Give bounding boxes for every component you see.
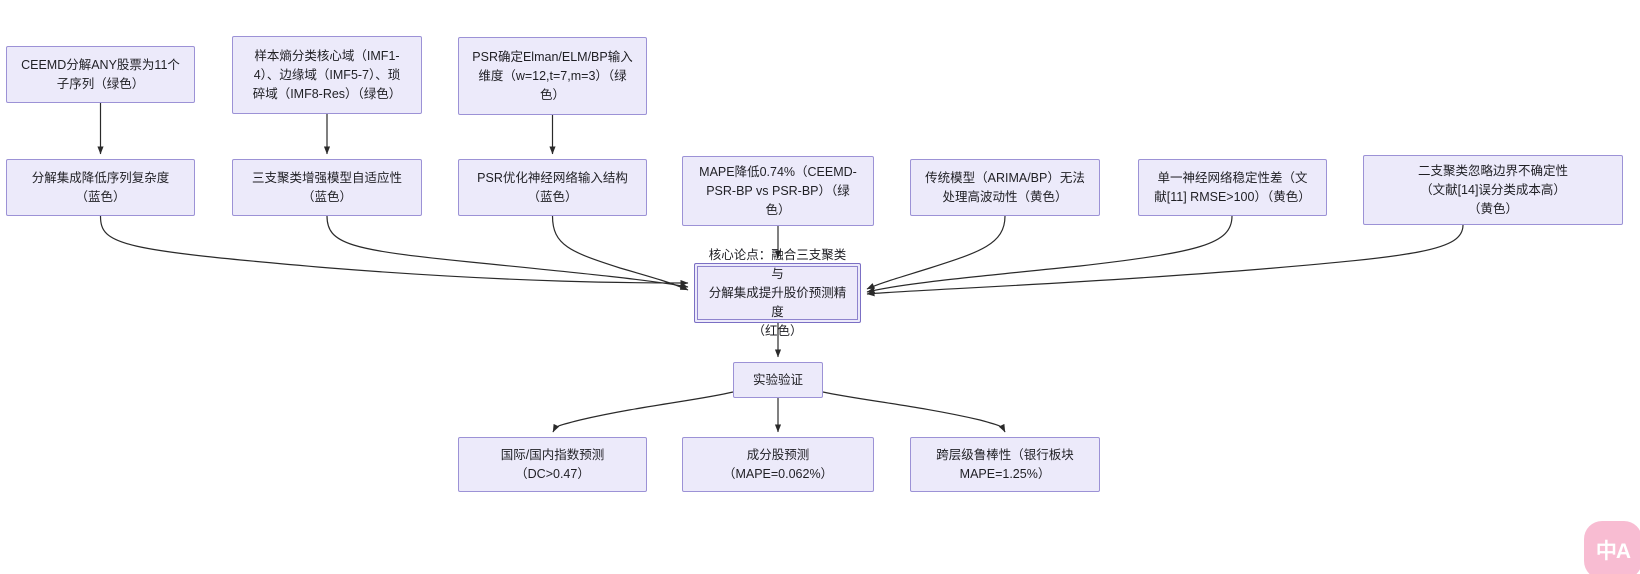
edge-n9-core (866, 215, 1233, 294)
node-label: PSR优化神经网络输入结构 （蓝色） (477, 170, 628, 204)
node-label: 成分股预测 （MAPE=0.062%） (722, 447, 834, 481)
node-label: 单一神经网络稳定性差（文 献[11] RMSE>100）（黄色） (1154, 170, 1311, 204)
edge-n10-core (866, 224, 1464, 297)
node-single-network-instability[interactable]: 单一神经网络稳定性差（文 献[11] RMSE>100）（黄色） (1138, 159, 1327, 216)
node-ceemd-decomposition[interactable]: CEEMD分解ANY股票为11个 子序列（绿色） (6, 46, 195, 103)
edge-n6-core (551, 215, 689, 291)
node-reduce-complexity[interactable]: 分解集成降低序列复杂度 （蓝色） (6, 159, 195, 216)
node-label: CEEMD分解ANY股票为11个 子序列（绿色） (21, 57, 180, 91)
node-psr-optimize-network[interactable]: PSR优化神经网络输入结构 （蓝色） (458, 159, 647, 216)
node-result-cross-level-robustness[interactable]: 跨层级鲁棒性（银行板块 MAPE=1.25%） (910, 437, 1100, 492)
node-sample-entropy-domains[interactable]: 样本熵分类核心域（IMF1- 4）、边缘域（IMF5-7）、琐 碎域（IMF8-… (232, 36, 422, 114)
node-mape-reduction[interactable]: MAPE降低0.74%（CEEMD- PSR-BP vs PSR-BP）（绿 色… (682, 156, 874, 226)
edge-n4-core (99, 215, 689, 287)
node-label: 分解集成降低序列复杂度 （蓝色） (31, 170, 170, 204)
edge-n5-core (326, 215, 689, 289)
edge-n8-core (866, 215, 1006, 290)
watermark-logo: 中A (1584, 521, 1640, 574)
node-label: PSR确定Elman/ELM/BP输入 维度（w=12,t=7,m=3）（绿 色… (472, 49, 633, 102)
node-label: MAPE降低0.74%（CEEMD- PSR-BP vs PSR-BP）（绿 色… (699, 164, 857, 217)
node-psr-input-dimension[interactable]: PSR确定Elman/ELM/BP输入 维度（w=12,t=7,m=3）（绿 色… (458, 37, 647, 115)
watermark-label: 中A (1595, 540, 1631, 563)
node-label: 跨层级鲁棒性（银行板块 MAPE=1.25%） (936, 447, 1074, 481)
node-result-constituent-stock[interactable]: 成分股预测 （MAPE=0.062%） (682, 437, 874, 492)
edge-n11-n12 (552, 391, 734, 433)
node-three-way-clustering-adaptive[interactable]: 三支聚类增强模型自适应性 （蓝色） (232, 159, 422, 216)
node-traditional-model-gap[interactable]: 传统模型（ARIMA/BP）无法 处理高波动性（黄色） (910, 159, 1100, 216)
node-label: 样本熵分类核心域（IMF1- 4）、边缘域（IMF5-7）、琐 碎域（IMF8-… (252, 48, 402, 101)
node-label: 国际/国内指数预测 （DC>0.47） (500, 447, 605, 481)
node-label: 核心论点：融合三支聚类与 分解集成提升股价预测精度 （红色） (708, 247, 847, 338)
node-core-claim[interactable]: 核心论点：融合三支聚类与 分解集成提升股价预测精度 （红色） (694, 248, 861, 338)
node-two-way-clustering-gap[interactable]: 二支聚类忽略边界不确定性 （文献[14]误分类成本高） （黄色） (1363, 155, 1623, 225)
edge-n11-n14 (822, 391, 1006, 433)
node-result-index-forecast[interactable]: 国际/国内指数预测 （DC>0.47） (458, 437, 647, 492)
node-label: 实验验证 (752, 372, 803, 387)
node-label: 传统模型（ARIMA/BP）无法 处理高波动性（黄色） (925, 170, 1085, 204)
node-label: 三支聚类增强模型自适应性 （蓝色） (251, 170, 402, 204)
node-experiment-validation[interactable]: 实验验证 (733, 362, 823, 398)
node-label: 二支聚类忽略边界不确定性 （文献[14]误分类成本高） （黄色） (1417, 163, 1568, 216)
